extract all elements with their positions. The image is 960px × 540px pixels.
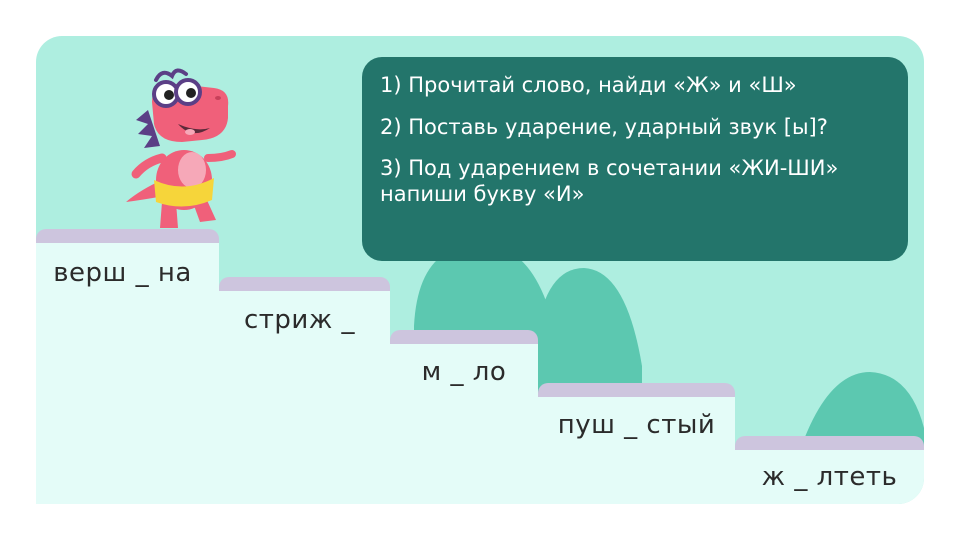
step-2: стриж _ [219,277,390,504]
task-item-1: 1) Прочитай слово, найди «Ж» и «Ш» [380,73,797,97]
step-body [538,397,735,504]
step-5: ж _ лтеть [735,436,924,504]
step-1: верш _ на [36,229,219,504]
step-body [219,291,390,504]
step-word-5: ж _ лтеть [761,462,898,492]
step-body [36,243,219,504]
task-item-3: 3) Под ударением в сочетании «ЖИ-ШИ» нап… [380,156,839,206]
hill-medium [536,268,642,404]
step-3: м _ ло [390,330,538,504]
step-body [390,344,538,504]
step-word-2: стриж _ [243,305,356,335]
step-word-4: пуш _ стый [557,410,716,440]
dinosaur-mascot-icon [126,68,236,228]
step-word-3: м _ ло [421,357,507,387]
step-body [735,450,924,504]
step-word-1: верш _ на [53,258,192,288]
hill-right [798,372,924,456]
task-instructions-box: 1) Прочитай слово, найди «Ж» и «Ш» 2) По… [362,57,908,261]
task-item-2: 2) Поставь ударение, ударный звук [ы]? [380,114,828,139]
step-4: пуш _ стый [538,383,735,504]
